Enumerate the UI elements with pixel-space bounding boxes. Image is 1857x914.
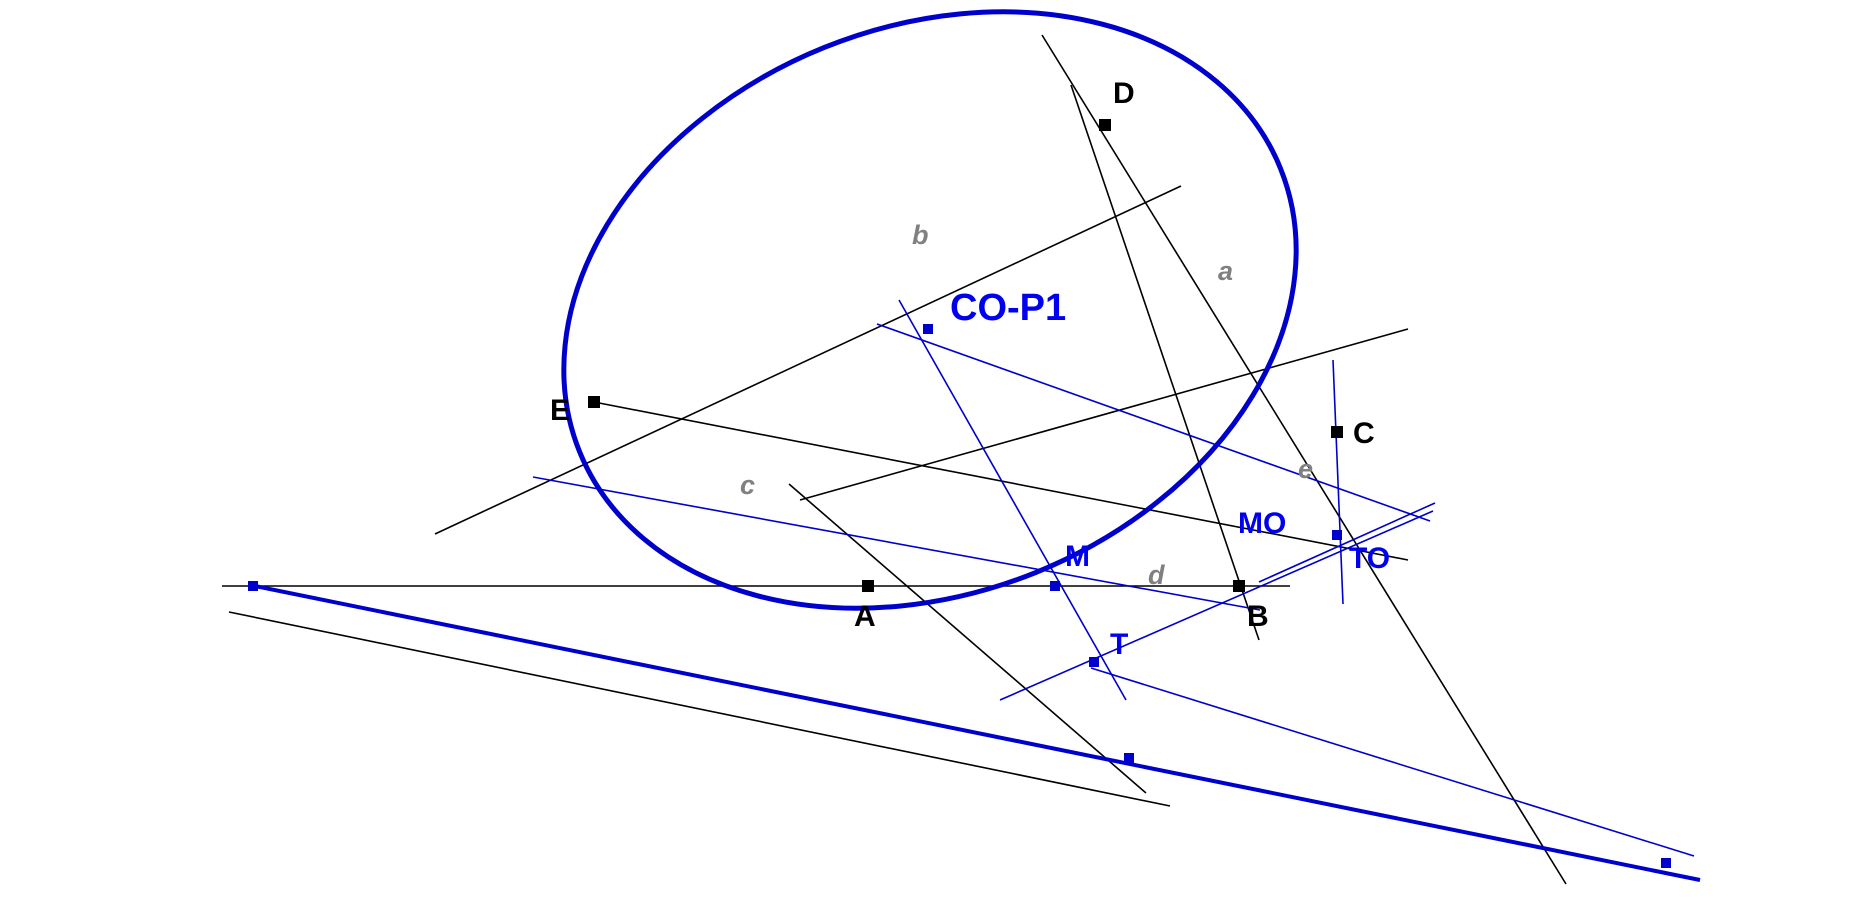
line-label-e: e bbox=[1298, 454, 1313, 484]
line-label-a: a bbox=[1218, 256, 1233, 286]
aux-P1-T bbox=[898, 299, 1127, 701]
line-label-d: d bbox=[1148, 560, 1165, 590]
point-label-C: C bbox=[1353, 417, 1375, 450]
point-marker-X3[interactable] bbox=[1661, 858, 1671, 868]
line-BD-ext bbox=[1070, 84, 1260, 641]
point-marker-TO[interactable] bbox=[1332, 530, 1342, 540]
line-a-DC-ext bbox=[1041, 34, 1567, 885]
point-marker-X2[interactable] bbox=[1124, 753, 1134, 763]
point-marker-C[interactable] bbox=[1331, 426, 1343, 438]
point-label-A: A bbox=[854, 600, 876, 633]
line-c-EB-ext bbox=[228, 611, 1171, 807]
aux-bottom-right bbox=[1090, 667, 1695, 857]
point-marker-B[interactable] bbox=[1233, 580, 1245, 592]
conic-curve-group bbox=[561, 9, 1299, 611]
point-marker-E[interactable] bbox=[588, 396, 600, 408]
point-label-B: B bbox=[1247, 600, 1269, 633]
line-AD-ext bbox=[788, 483, 1147, 794]
aux-T-upper bbox=[532, 476, 1261, 611]
line-labels-group: a b c d e bbox=[740, 220, 1313, 590]
point-markers-group bbox=[248, 119, 1671, 868]
auxiliary-lines-group bbox=[249, 299, 1701, 882]
construction-lines-group bbox=[222, 34, 1567, 885]
point-marker-D[interactable] bbox=[1099, 119, 1111, 131]
line-e-AC-ext bbox=[799, 328, 1409, 501]
aux-TO-diag bbox=[1258, 502, 1436, 583]
aux-polar-long bbox=[249, 583, 1701, 882]
point-label-E: E bbox=[550, 394, 570, 427]
point-label-M: M bbox=[1065, 540, 1090, 573]
aux-T-MO bbox=[999, 510, 1434, 701]
point-marker-T[interactable] bbox=[1089, 657, 1099, 667]
point-label-D: D bbox=[1113, 77, 1135, 110]
blue-labels-group: MO CO-P1 bbox=[950, 287, 1286, 540]
figure-title-label: CO-P1 bbox=[950, 287, 1066, 329]
line-label-b: b bbox=[912, 220, 929, 250]
point-marker-M[interactable] bbox=[1050, 581, 1060, 591]
aux-P1-TO bbox=[876, 323, 1431, 522]
point-marker-P1[interactable] bbox=[923, 324, 933, 334]
point-labels-group: A B C D E M T TO bbox=[550, 77, 1390, 661]
line-vert-C bbox=[1332, 359, 1344, 605]
line-b-ED bbox=[434, 185, 1182, 535]
point-marker-A[interactable] bbox=[862, 580, 874, 592]
conic-ellipse bbox=[561, 9, 1299, 611]
line-label-c: c bbox=[740, 470, 755, 500]
blue-label-MO: MO bbox=[1238, 507, 1286, 540]
point-label-T: T bbox=[1110, 628, 1128, 661]
point-marker-X1[interactable] bbox=[248, 581, 258, 591]
point-label-TO: TO bbox=[1349, 542, 1390, 575]
